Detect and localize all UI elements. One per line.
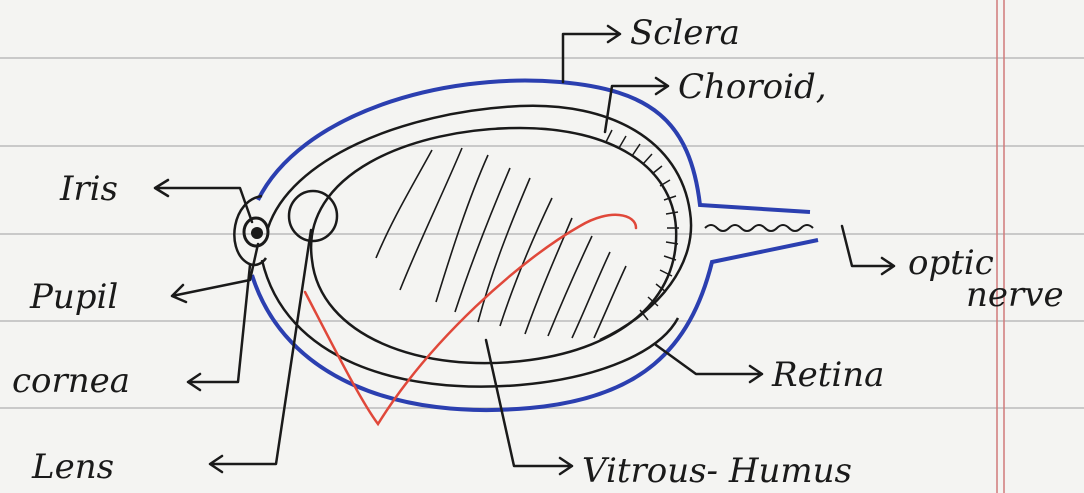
label-retina: Retina — [771, 355, 884, 395]
ruled-lines — [0, 58, 1084, 408]
label-sclera: Sclera — [630, 13, 740, 53]
optic-nerve-wave — [705, 225, 813, 231]
pupil-dot — [251, 227, 263, 239]
label-lens: Lens — [31, 447, 114, 487]
vitreous-stroke — [436, 155, 488, 302]
grading-tick-mark — [305, 215, 636, 424]
retina-pointer — [656, 345, 762, 382]
retina-outline — [311, 128, 676, 363]
cornea-pointer — [188, 265, 250, 390]
vitreous-stroke — [478, 178, 530, 322]
pupil-pointer — [172, 244, 258, 302]
label-cornea: cornea — [12, 361, 130, 401]
vitreous-stroke — [455, 168, 510, 312]
vitreous-stroke — [400, 148, 462, 290]
vitreous-strokes — [376, 148, 626, 338]
label-iris: Iris — [59, 169, 118, 209]
label-pupil: Pupil — [29, 277, 118, 317]
choroid-pointer — [605, 78, 668, 132]
lens-pointer — [210, 230, 311, 472]
margin-lines — [997, 0, 1004, 493]
label-optic-nerve-line2: nerve — [966, 275, 1064, 315]
label-choroid: Choroid, — [678, 67, 827, 107]
vitreous-stroke — [376, 150, 432, 258]
label-vitreous-humus: Vitrous- Humus — [582, 451, 852, 491]
vitreous-stroke — [572, 252, 610, 338]
sclera-pointer — [563, 26, 620, 82]
